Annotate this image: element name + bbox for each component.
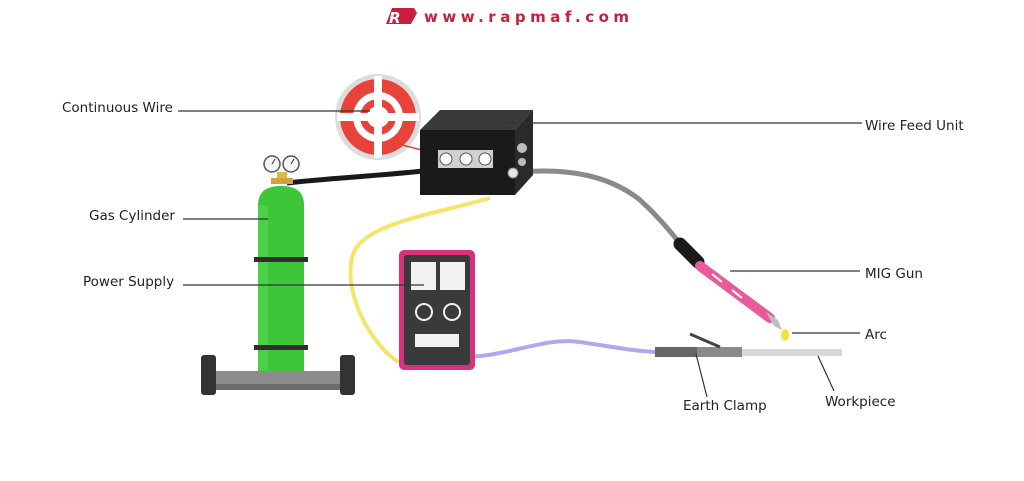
leader-workpiece xyxy=(817,355,835,392)
power-cable xyxy=(348,196,491,364)
label-workpiece: Workpiece xyxy=(825,394,896,410)
wire-spool xyxy=(335,74,421,160)
trolley-wheel-right xyxy=(340,355,355,395)
leader-earth-clamp xyxy=(695,353,708,398)
label-gas-cylinder: Gas Cylinder xyxy=(89,208,175,224)
label-mig-gun: MIG Gun xyxy=(865,266,923,282)
welding-arc xyxy=(781,329,789,341)
trolley-wheel-left xyxy=(201,355,216,395)
earth-cable xyxy=(446,339,661,359)
rapmaf-logo: R xyxy=(386,8,417,27)
gas-hose xyxy=(286,167,433,186)
label-arc: Arc xyxy=(865,327,887,343)
label-power-supply: Power Supply xyxy=(83,274,174,290)
gun-hose xyxy=(519,168,686,250)
label-wire-feed-unit: Wire Feed Unit xyxy=(865,118,964,134)
mig-gun xyxy=(673,237,782,330)
earth-clamp xyxy=(655,332,742,357)
label-earth-clamp: Earth Clamp xyxy=(683,398,767,414)
wire-feed-unit xyxy=(420,110,533,195)
gas-cylinder xyxy=(201,155,355,395)
label-continuous-wire: Continuous Wire xyxy=(62,100,173,116)
power-supply xyxy=(399,250,475,370)
logo-letter: R xyxy=(389,9,401,27)
website-url: www.rapmaf.com xyxy=(424,8,634,26)
workpiece-plate xyxy=(690,349,842,356)
brand-header: R www.rapmaf.com xyxy=(386,8,634,27)
leader-lines xyxy=(178,110,862,398)
